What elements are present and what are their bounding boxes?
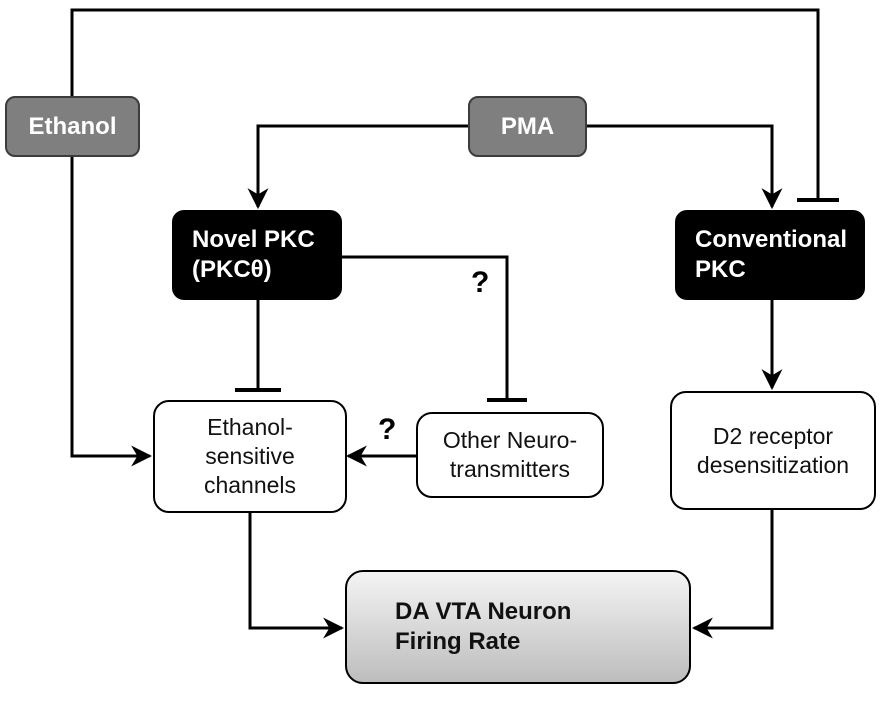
edge-pma-activates-conventional-pkc [585,124,783,210]
node-da-vta-neuron-firing-rate: DA VTA Neuron Firing Rate [345,570,691,684]
edge-novel-pkc-inhibits-other-neurotransmitters [340,255,509,400]
node-d2-receptor-desensitization-label: D2 receptor desensitization [696,422,850,478]
node-conventional-pkc-label: Conventional PKC [695,226,848,283]
edge-d2-activates-firing-rate [691,510,774,639]
node-novel-pkc: Novel PKC (PKCθ) [172,210,342,300]
node-pma-label: PMA [500,112,555,140]
node-ethanol-sensitive-channels: Ethanol- sensitive channels [153,400,347,513]
node-ethanol-sensitive-channels-label: Ethanol- sensitive channels [203,414,297,498]
node-da-vta-neuron-firing-rate-label: DA VTA Neuron Firing Rate [395,598,572,655]
node-d2-receptor-desensitization: D2 receptor desensitization [670,391,876,510]
question-mark-novel-pkc-to-neurotransmitters: ? [471,266,490,299]
node-pma: PMA [468,96,587,157]
node-other-neurotransmitters: Other Neuro- transmitters [416,412,604,498]
edge-channels-activates-firing-rate [248,513,345,639]
node-conventional-pkc: Conventional PKC [675,210,865,300]
edge-ethanol-activates-channels [70,157,153,467]
node-other-neurotransmitters-label: Other Neuro- transmitters [442,427,578,482]
node-novel-pkc-label: Novel PKC (PKCθ) [192,226,315,283]
edge-pma-activates-novel-pkc [247,124,470,210]
node-ethanol-label: Ethanol [28,112,117,140]
edge-ethanol-inhibits-conventional-pkc [70,8,820,200]
node-ethanol: Ethanol [5,96,140,157]
question-mark-neurotransmitters-to-channels: ? [378,413,397,446]
